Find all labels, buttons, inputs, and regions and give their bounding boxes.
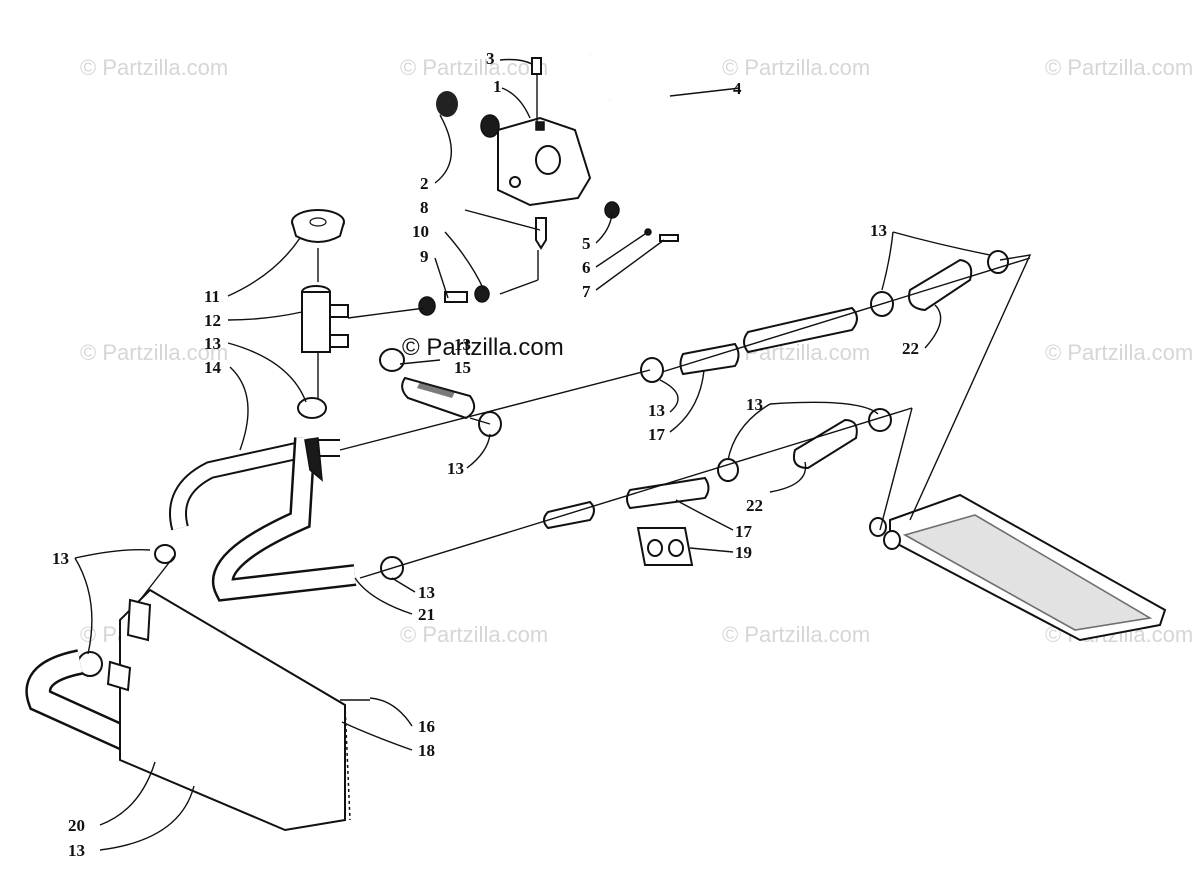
- callout-21: 21: [418, 605, 435, 624]
- part-14-coolant-hose[interactable]: [169, 439, 340, 531]
- watermark-main-text: © Partzilla.com: [402, 334, 564, 361]
- callout-6: 6: [582, 258, 591, 277]
- callout-16: 16: [418, 717, 435, 736]
- part-19-grommet[interactable]: [636, 527, 694, 566]
- callout-13: 13: [204, 334, 221, 353]
- callout-19: 19: [735, 543, 752, 562]
- assembly-lines: [139, 257, 1031, 601]
- callout-5: 5: [582, 234, 591, 253]
- part-20-hose[interactable]: [25, 649, 161, 764]
- callout-7: 7: [582, 282, 591, 301]
- callout-9: 9: [420, 247, 429, 266]
- callout-13: 13: [746, 395, 763, 414]
- callout-17: 17: [648, 425, 666, 444]
- callout-10: 10: [412, 222, 429, 241]
- callout-1: 1: [493, 77, 502, 96]
- callout-13: 13: [447, 459, 464, 478]
- leader-lines: [74, 58, 991, 851]
- part-1-fitting-bracket[interactable]: [497, 116, 592, 207]
- radiator-left-heat-exchanger[interactable]: [106, 588, 370, 832]
- watermark-text: © Partzilla.com: [722, 622, 870, 647]
- part-12-filler-neck[interactable]: [301, 285, 426, 398]
- callout-13: 13: [648, 401, 665, 420]
- callout-13: 13: [418, 583, 435, 602]
- callout-15: 15: [454, 358, 471, 377]
- callout-18: 18: [418, 741, 435, 760]
- callout-22: 22: [902, 339, 919, 358]
- part-9-10-hose-clamp[interactable]: [418, 250, 539, 316]
- part-15-hose[interactable]: [401, 376, 476, 420]
- callout-17: 17: [735, 522, 753, 541]
- callout-14: 14: [204, 358, 222, 377]
- part-11-radiator-cap[interactable]: [291, 209, 345, 282]
- callout-13: 13: [454, 335, 471, 354]
- watermark-text: © Partzilla.com: [1045, 340, 1193, 365]
- callout-3: 3: [486, 49, 495, 68]
- callout-4: 4: [733, 79, 742, 98]
- watermark-text: © Partzilla.com: [400, 622, 548, 647]
- watermark-text: © Partzilla.com: [80, 340, 228, 365]
- callout-8: 8: [420, 198, 429, 217]
- watermark-text: © Partzilla.com: [400, 55, 548, 80]
- part-3-bleeder-screw[interactable]: [531, 57, 542, 122]
- part-21-coolant-hose[interactable]: [211, 437, 357, 602]
- callout-20: 20: [68, 816, 85, 835]
- part-4-vent-hose[interactable]: [589, 52, 654, 106]
- part-8-fitting[interactable]: [535, 217, 547, 250]
- callout-2: 2: [420, 174, 429, 193]
- watermark-text: © Partzilla.com: [1045, 55, 1193, 80]
- callout-11: 11: [204, 287, 220, 306]
- part-6-7-bolt[interactable]: [644, 228, 679, 242]
- watermark-text: © Partzilla.com: [80, 55, 228, 80]
- callout-13: 13: [52, 549, 69, 568]
- callout-numbers: 1 2 3 4 5 6 7 8 9 10 11 12 13 14 13 15 1…: [52, 49, 919, 860]
- callout-13: 13: [870, 221, 887, 240]
- part-22-hose[interactable]: [792, 258, 973, 470]
- callout-13: 13: [68, 841, 85, 860]
- part-2-cap[interactable]: [436, 91, 500, 138]
- radiator-right-heat-exchanger[interactable]: [869, 254, 1167, 642]
- callout-12: 12: [204, 311, 221, 330]
- watermark-text: © Partzilla.com: [722, 55, 870, 80]
- callout-22: 22: [746, 496, 763, 515]
